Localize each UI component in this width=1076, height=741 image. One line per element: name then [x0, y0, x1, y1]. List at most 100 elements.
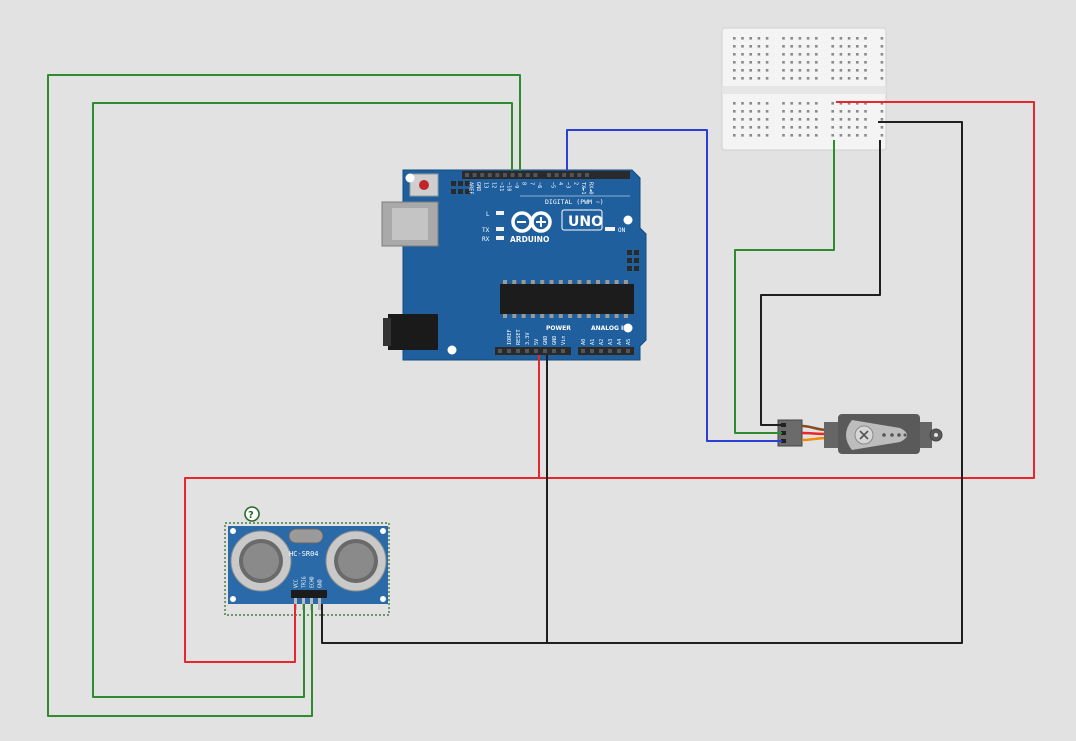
breadboard-hole[interactable] — [847, 134, 851, 137]
breadboard-hole[interactable] — [815, 118, 818, 121]
breadboard-hole[interactable] — [733, 37, 736, 40]
breadboard-hole[interactable] — [765, 53, 769, 56]
breadboard-hole[interactable] — [856, 53, 859, 56]
breadboard-hole[interactable] — [765, 110, 769, 113]
header-pin[interactable] — [465, 173, 469, 177]
breadboard[interactable] — [721, 27, 887, 151]
breadboard-hole[interactable] — [749, 102, 752, 105]
header-pin[interactable] — [495, 173, 500, 177]
breadboard-hole[interactable] — [749, 126, 752, 129]
wire-green-echo[interactable] — [92, 102, 513, 698]
breadboard-hole[interactable] — [806, 69, 810, 72]
breadboard-hole[interactable] — [856, 134, 859, 137]
breadboard-hole[interactable] — [831, 134, 834, 137]
breadboard-hole[interactable] — [806, 37, 810, 40]
breadboard-hole[interactable] — [733, 77, 736, 80]
breadboard-hole[interactable] — [856, 45, 859, 48]
header-pin[interactable] — [547, 173, 551, 177]
breadboard-hole[interactable] — [880, 61, 884, 64]
breadboard-hole[interactable] — [790, 118, 793, 121]
breadboard-hole[interactable] — [790, 77, 793, 80]
breadboard-hole[interactable] — [757, 37, 761, 40]
breadboard-hole[interactable] — [831, 102, 834, 105]
breadboard-hole[interactable] — [815, 126, 818, 129]
breadboard-hole[interactable] — [757, 77, 761, 80]
breadboard-hole[interactable] — [815, 37, 818, 40]
header-pin[interactable] — [581, 349, 585, 353]
header-pin[interactable] — [543, 349, 547, 353]
breadboard-hole[interactable] — [733, 45, 736, 48]
digital-header[interactable] — [462, 171, 630, 179]
breadboard-hole[interactable] — [806, 77, 810, 80]
breadboard-hole[interactable] — [815, 61, 818, 64]
breadboard-hole[interactable] — [806, 45, 810, 48]
breadboard-hole[interactable] — [815, 53, 818, 56]
analog-header[interactable] — [578, 347, 634, 355]
breadboard-hole[interactable] — [782, 134, 785, 137]
breadboard-hole[interactable] — [839, 134, 843, 137]
breadboard-hole[interactable] — [733, 126, 736, 129]
breadboard-hole[interactable] — [864, 45, 867, 48]
breadboard-hole[interactable] — [765, 37, 769, 40]
breadboard-hole[interactable] — [847, 126, 851, 129]
breadboard-hole[interactable] — [749, 45, 752, 48]
breadboard-hole[interactable] — [864, 126, 867, 129]
breadboard-hole[interactable] — [782, 126, 785, 129]
breadboard-hole[interactable] — [831, 45, 834, 48]
breadboard-hole[interactable] — [757, 61, 761, 64]
breadboard-hole[interactable] — [880, 37, 884, 40]
breadboard-hole[interactable] — [782, 45, 785, 48]
header-pin[interactable] — [608, 349, 612, 353]
breadboard-hole[interactable] — [880, 134, 884, 137]
breadboard-hole[interactable] — [765, 118, 769, 121]
breadboard-hole[interactable] — [798, 53, 802, 56]
breadboard-hole[interactable] — [757, 118, 761, 121]
breadboard-hole[interactable] — [782, 37, 785, 40]
breadboard-hole[interactable] — [790, 45, 793, 48]
breadboard-hole[interactable] — [847, 45, 851, 48]
breadboard-hole[interactable] — [765, 126, 769, 129]
breadboard-hole[interactable] — [847, 110, 851, 113]
breadboard-hole[interactable] — [741, 61, 744, 64]
header-pin[interactable] — [525, 349, 529, 353]
breadboard-hole[interactable] — [798, 102, 802, 105]
breadboard-hole[interactable] — [831, 37, 834, 40]
header-pin[interactable] — [516, 349, 520, 353]
header-pin[interactable] — [498, 349, 502, 353]
breadboard-hole[interactable] — [839, 102, 843, 105]
breadboard-hole[interactable] — [839, 77, 843, 80]
breadboard-hole[interactable] — [856, 61, 859, 64]
breadboard-hole[interactable] — [856, 37, 859, 40]
header-pin[interactable] — [472, 173, 477, 177]
breadboard-hole[interactable] — [880, 53, 884, 56]
breadboard-hole[interactable] — [847, 102, 851, 105]
breadboard-hole[interactable] — [782, 53, 785, 56]
breadboard-hole[interactable] — [831, 126, 834, 129]
breadboard-hole[interactable] — [798, 37, 802, 40]
sensor-pin-header[interactable] — [291, 590, 327, 598]
breadboard-hole[interactable] — [864, 77, 867, 80]
breadboard-hole[interactable] — [880, 118, 884, 121]
header-pin[interactable] — [554, 173, 559, 177]
breadboard-hole[interactable] — [757, 110, 761, 113]
breadboard-hole[interactable] — [880, 110, 884, 113]
wire-red-breadboard[interactable] — [539, 101, 1035, 479]
breadboard-hole[interactable] — [806, 118, 810, 121]
header-pin[interactable] — [533, 173, 538, 177]
header-pin[interactable] — [562, 173, 567, 177]
wire-black-sensor-gnd[interactable] — [321, 121, 963, 644]
header-pin[interactable] — [534, 349, 538, 353]
breadboard-hole[interactable] — [847, 53, 851, 56]
breadboard-hole[interactable] — [864, 37, 867, 40]
breadboard-hole[interactable] — [815, 102, 818, 105]
header-pin[interactable] — [507, 349, 511, 353]
breadboard-hole[interactable] — [798, 134, 802, 137]
breadboard-hole[interactable] — [864, 61, 867, 64]
breadboard-hole[interactable] — [741, 126, 744, 129]
breadboard-hole[interactable] — [880, 102, 884, 105]
header-pin[interactable] — [569, 173, 574, 177]
breadboard-hole[interactable] — [741, 134, 744, 137]
breadboard-hole[interactable] — [856, 69, 859, 72]
breadboard-hole[interactable] — [815, 110, 818, 113]
